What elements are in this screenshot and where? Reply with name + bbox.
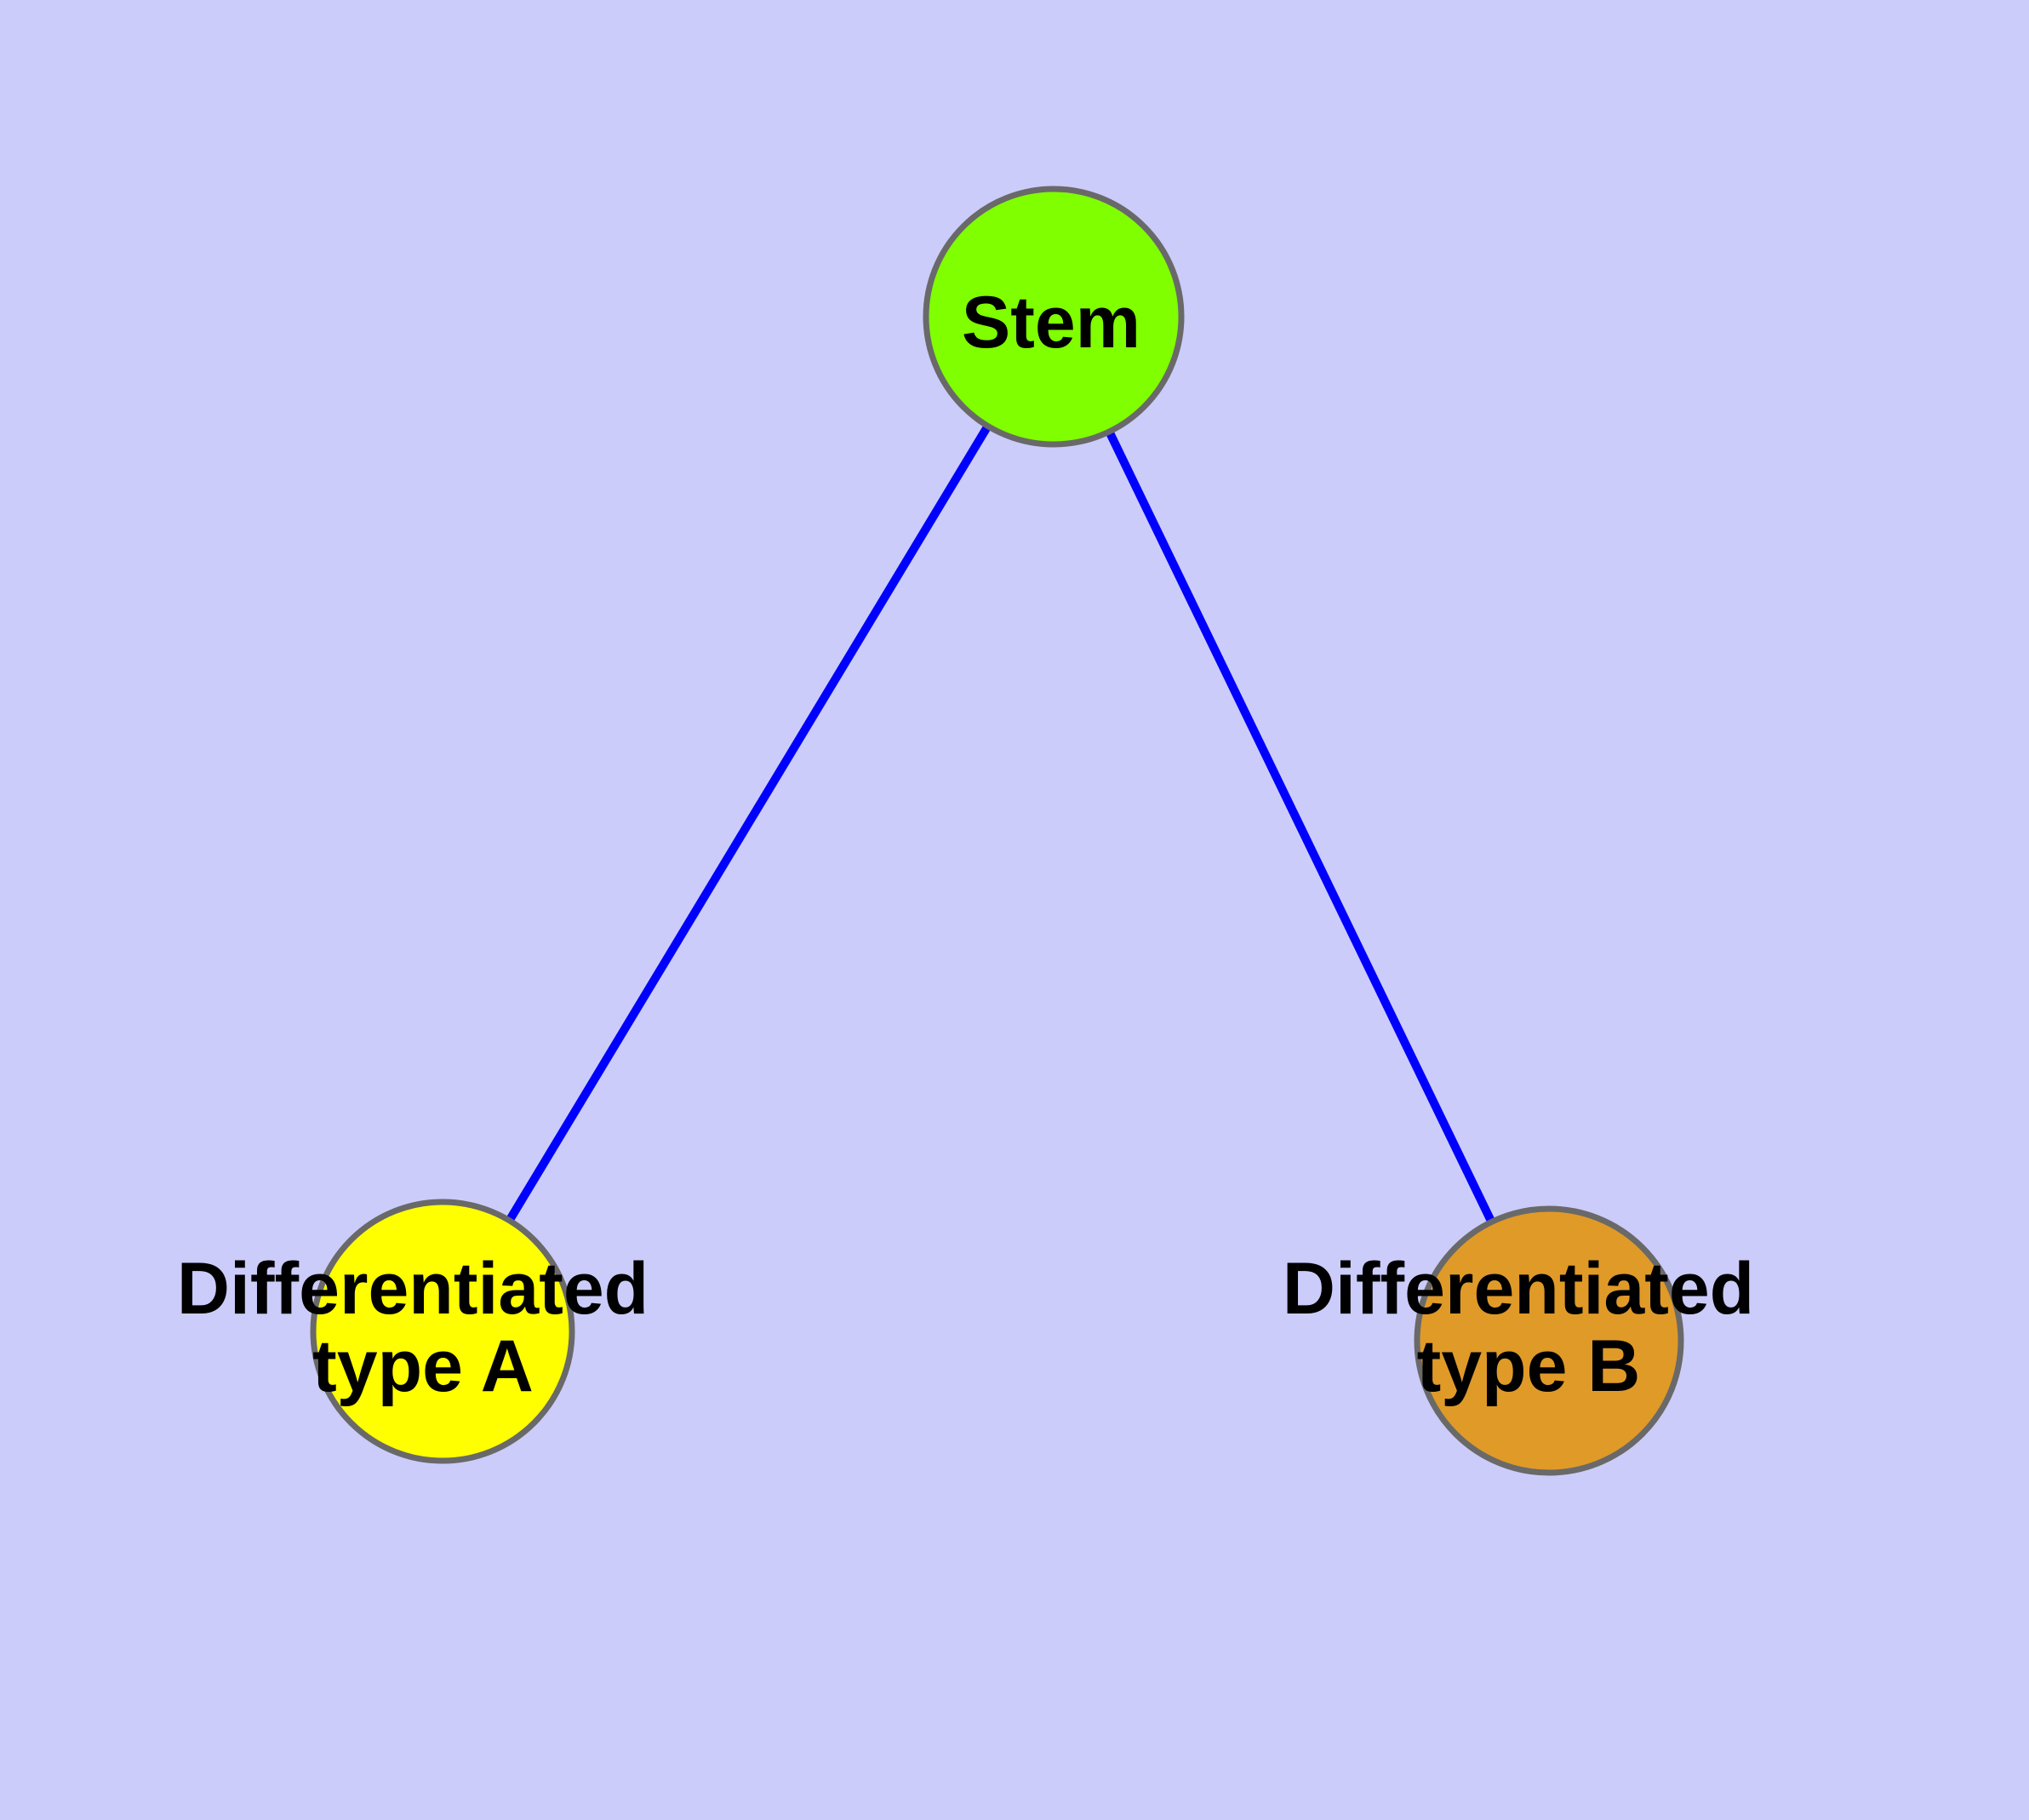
- node-stem-circle[interactable]: [923, 186, 1185, 448]
- node-differentiated-type-a-label: Differentiated type A: [177, 1248, 669, 1407]
- node-differentiated-type-b-circle[interactable]: [1414, 1205, 1684, 1476]
- node-differentiated-type-a-label-line-2: type A: [312, 1325, 534, 1407]
- edge-stem-to-differentiated-type-a[interactable]: [438, 314, 1058, 1334]
- node-differentiated-type-a-circle[interactable]: [310, 1199, 575, 1464]
- node-stem-label: Stem: [962, 282, 1140, 363]
- node-stem-label-line-1: Stem: [962, 282, 1140, 363]
- nodes-group: [310, 186, 1684, 1476]
- edge-stem-to-differentiated-type-b[interactable]: [1049, 314, 1553, 1343]
- node-differentiated-type-a-label-line-1: Differentiated: [177, 1248, 649, 1330]
- node-differentiated-type-b-label: Differentiated type B: [1283, 1248, 1775, 1407]
- node-differentiated-type-b-label-line-2: type B: [1417, 1325, 1641, 1407]
- node-labels-group: Stem Differentiated type A Differentiate…: [177, 282, 1775, 1407]
- node-differentiated-type-b-label-line-1: Differentiated: [1283, 1248, 1754, 1330]
- edges-group: [438, 314, 1553, 1343]
